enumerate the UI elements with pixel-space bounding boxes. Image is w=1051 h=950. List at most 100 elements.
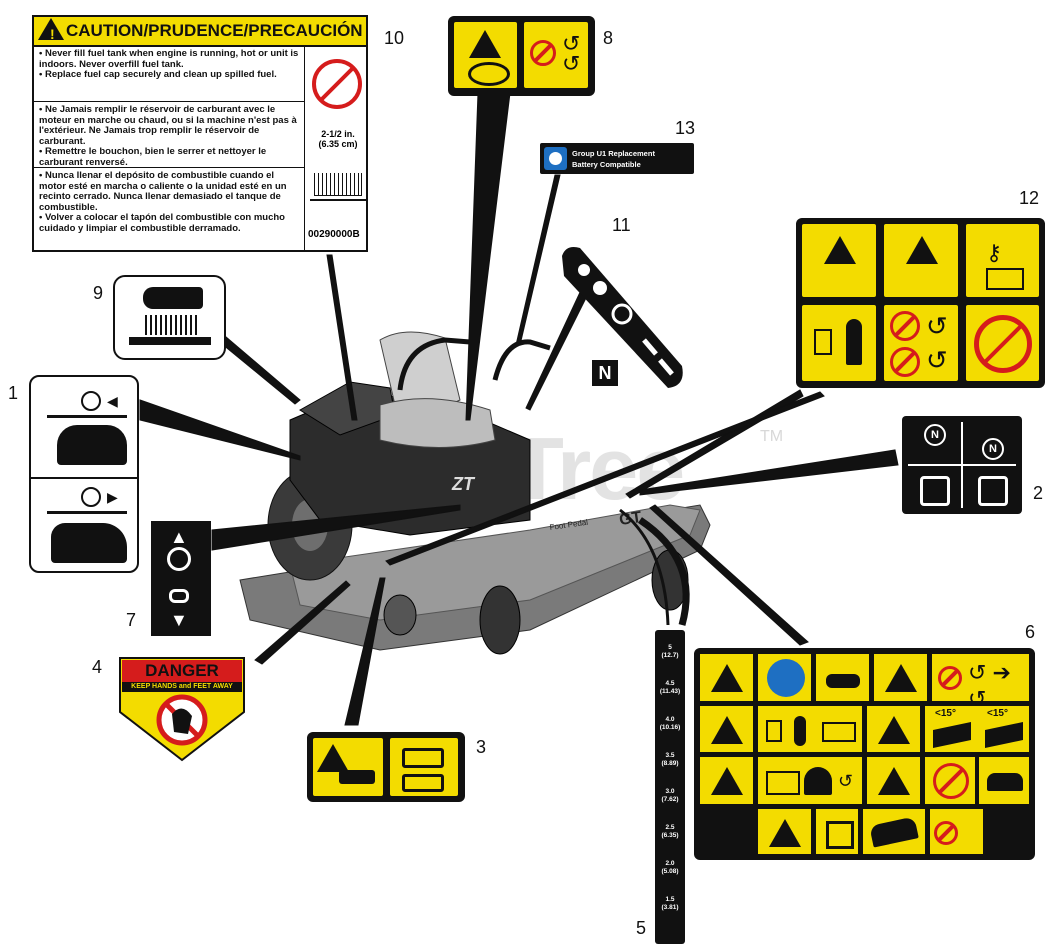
callout-13: 13 <box>675 118 696 138</box>
rollover-warning-icon <box>885 664 917 692</box>
watermark-tm: TM <box>760 428 784 445</box>
read-manual-icon <box>767 659 805 697</box>
steering-lever-right <box>492 339 551 381</box>
lever-reverse-icon: ▶ <box>47 483 127 514</box>
manual-icon <box>986 268 1024 290</box>
decal-7: ▲ ▼ <box>151 521 211 636</box>
height-of-cut-label: 3.5 (8.89) <box>661 752 679 767</box>
neutral-indicator-icon: N <box>592 360 618 386</box>
battery-line1: Group U1 Replacement <box>572 149 655 158</box>
fill-level-diagram-icon <box>310 155 366 201</box>
decal-13-battery: Group U1 Replacement Battery Compatible <box>540 143 694 174</box>
caution-part-number: 00290000B <box>308 229 360 240</box>
height-of-cut-label: 4.5 (11.43) <box>659 680 681 695</box>
steering-lever-left <box>397 337 471 391</box>
decal-6: ↺ ➔ ↺ <15° <15° ↺ <box>694 648 1035 860</box>
slope-side-icon <box>933 721 971 749</box>
neutral-lock-icon: N <box>924 424 946 446</box>
callout-4: 4 <box>92 657 103 677</box>
thrown-object-warning-icon <box>824 236 856 264</box>
slope-angle-left: <15° <box>935 708 956 719</box>
callout-6: 6 <box>1025 622 1036 642</box>
warning-triangle-icon <box>469 30 501 58</box>
warning-triangle-icon <box>711 664 743 692</box>
lever-left-icon <box>920 476 950 506</box>
no-riders-icon <box>933 763 969 799</box>
lever-right-icon <box>978 476 1008 506</box>
warning-triangle-icon <box>317 744 349 772</box>
operator-behind-mower-icon <box>51 523 127 563</box>
decal-2: N N <box>902 416 1022 514</box>
callout-2: 2 <box>1033 483 1044 503</box>
hot-surface-hand-icon <box>143 287 203 309</box>
caution-header: ! CAUTION/PRUDENCE/PRECAUCIÓN <box>34 17 366 47</box>
lever-forward-icon: ◀ <box>47 387 127 418</box>
caution-text-en: • Never fill fuel tank when engine is ru… <box>39 48 299 80</box>
choke-control-icon <box>167 547 191 571</box>
callout-9: 9 <box>93 283 104 303</box>
mower-deck-top <box>289 504 701 621</box>
operator-on-mower-icon <box>57 425 127 465</box>
decal-10-caution-label: ! CAUTION/PRUDENCE/PRECAUCIÓN • Never fi… <box>32 15 368 252</box>
slope-uphill-icon <box>985 721 1023 749</box>
height-of-cut-label: 1.5 (3.81) <box>661 896 679 911</box>
no-hand-icon <box>938 666 962 690</box>
caution-triangle-icon <box>38 18 64 40</box>
slope-warning-icon <box>878 767 910 795</box>
no-hand-icon <box>530 40 556 66</box>
height-of-cut-label: 3.0 (7.62) <box>661 788 679 803</box>
mower-transport-icon <box>869 816 919 848</box>
read-manual-icon <box>544 147 567 170</box>
danger-subtitle: KEEP HANDS and FEET AWAY <box>131 683 233 690</box>
caution-header-text: CAUTION/PRUDENCE/PRECAUCIÓN <box>66 21 363 40</box>
neutral-unlock-icon: N <box>982 438 1004 460</box>
stop-blade-icon: ↺ ➔ ↺ <box>968 660 1011 711</box>
heat-waves-icon <box>145 315 199 335</box>
blade-debris-icon <box>339 770 375 784</box>
decal-12: ⚷ ↺↺ <box>796 218 1045 388</box>
foot-pedal-down-icon <box>402 774 444 792</box>
decal-4-danger: DANGER KEEP HANDS and FEET AWAY <box>116 654 248 764</box>
hood-logo: ZT <box>451 474 476 494</box>
caster-wheel-left <box>479 585 521 655</box>
callout-3: 3 <box>476 737 487 757</box>
entanglement-warning-icon <box>769 819 801 847</box>
height-of-cut-label: 4.0 (10.16) <box>659 716 681 731</box>
slope-warning-icon <box>906 236 938 264</box>
decal-1: ◀ ▶ <box>29 375 139 573</box>
thrown-object-warning-icon <box>711 716 743 744</box>
callout-1: 1 <box>8 383 19 403</box>
fill-level-text: 2-1/2 in. (6.35 cm) <box>318 129 358 149</box>
no-hands-reverse-icon <box>890 311 920 341</box>
no-smoking-fuel-icon <box>312 59 362 109</box>
mower-on-slope-icon <box>987 773 1023 791</box>
manual-icon <box>766 771 800 795</box>
callout-11: 11 <box>612 215 631 235</box>
rotating-blade-icon <box>468 62 510 86</box>
decal-3 <box>307 732 465 802</box>
arrow-down-icon: ▼ <box>170 610 188 630</box>
caution-text-es: • Nunca llenar el depósito de combustibl… <box>39 170 287 234</box>
callout-8: 8 <box>603 28 614 48</box>
height-of-cut-label: 2.5 (6.35) <box>661 824 679 839</box>
callout-5: 5 <box>636 918 647 938</box>
no-mowing-reverse-icon <box>934 821 958 845</box>
foot-pedal-up-icon <box>402 748 444 768</box>
height-of-cut-label: 5 (12.7) <box>661 644 679 659</box>
battery-line2: Battery Compatible <box>572 160 641 169</box>
callout-7: 7 <box>126 610 137 630</box>
callout-12: 12 <box>1019 188 1040 208</box>
warning-triangle-icon <box>711 767 743 795</box>
height-of-cut-label: 2.0 (5.08) <box>661 860 679 875</box>
blade-engage-icon <box>826 821 854 849</box>
throttle-icon <box>169 589 189 603</box>
remove-key-icon: ⚷ <box>986 240 1003 265</box>
decal-8: ↺↺ <box>448 16 595 96</box>
caution-text-fr: • Ne Jamais remplir le réservoir de carb… <box>39 104 297 168</box>
reverse-arrows-icon: ↺↺ <box>562 31 581 76</box>
operator-on-mower-icon <box>804 767 832 795</box>
danger-title: DANGER <box>145 661 219 680</box>
decal-5-height-strip: 5 (12.7) 4.5 (11.43) 4.0 (10.16) 3.5 (8.89)… <box>655 630 685 944</box>
blade-hazard-icon <box>826 674 860 688</box>
